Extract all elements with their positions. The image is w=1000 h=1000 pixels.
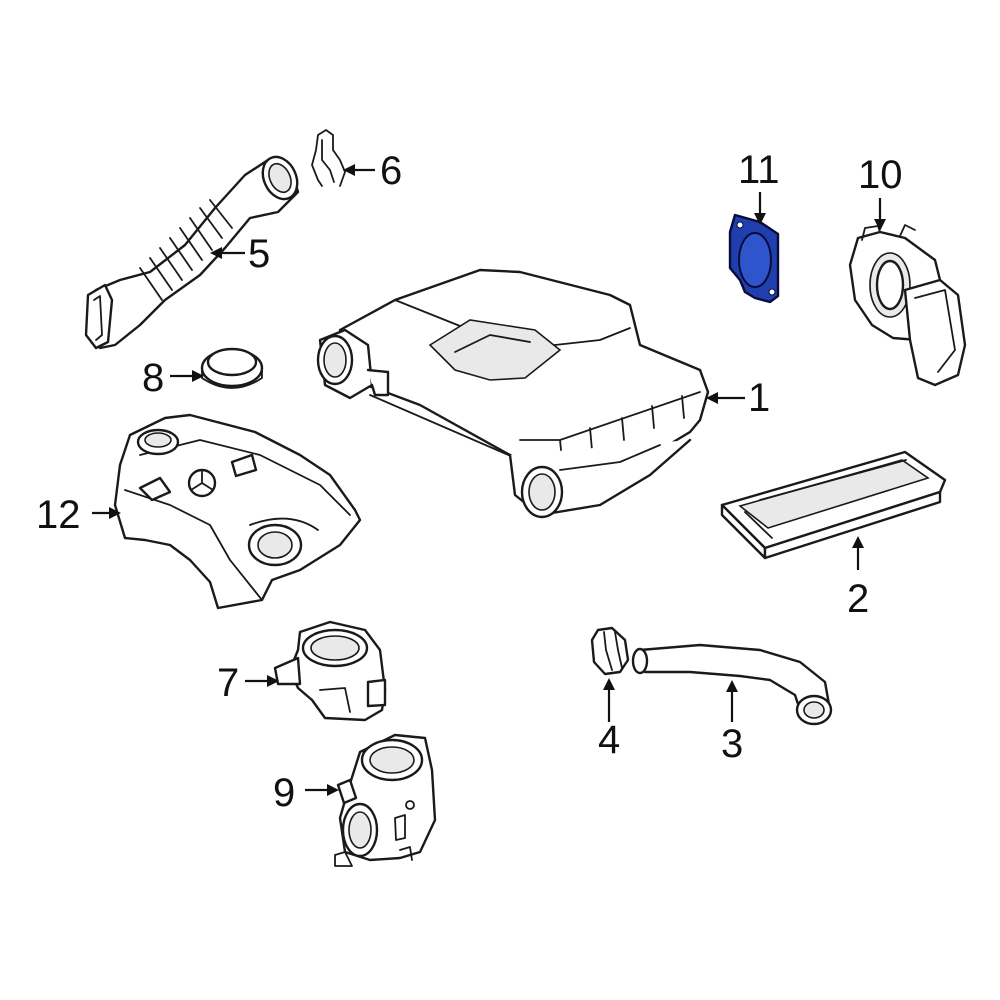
leader-lines [92,164,886,796]
part-5-intake-duct [84,155,300,350]
part-7-mass-air-sensor [273,620,387,722]
callout-10: 10 [858,153,903,197]
part-11-gasket [728,213,780,304]
part-6-clip [311,129,346,187]
callout-9: 9 [273,771,295,815]
part-12-engine-cover [113,413,362,610]
callout-5: 5 [248,232,270,276]
callout-2: 2 [847,577,869,621]
callout-6: 6 [380,149,402,193]
part-9-duct-adapter [334,733,437,867]
callout-8: 8 [142,356,164,400]
part-3-hose [631,643,833,726]
callout-7: 7 [217,661,239,705]
callout-labels: 1 2 3 4 5 6 7 8 9 10 11 12 [36,148,903,815]
callout-11: 11 [738,148,780,192]
part-8-seal-ring [200,347,264,389]
callout-1: 1 [748,376,770,420]
part-2-filter-element [720,450,947,560]
part-10-throttle-body [848,224,967,387]
callout-12: 12 [36,493,81,537]
callout-3: 3 [721,722,743,766]
callout-4: 4 [598,718,620,762]
part-1-air-filter-housing [316,268,710,519]
part-4-hose-clamp [590,626,630,676]
